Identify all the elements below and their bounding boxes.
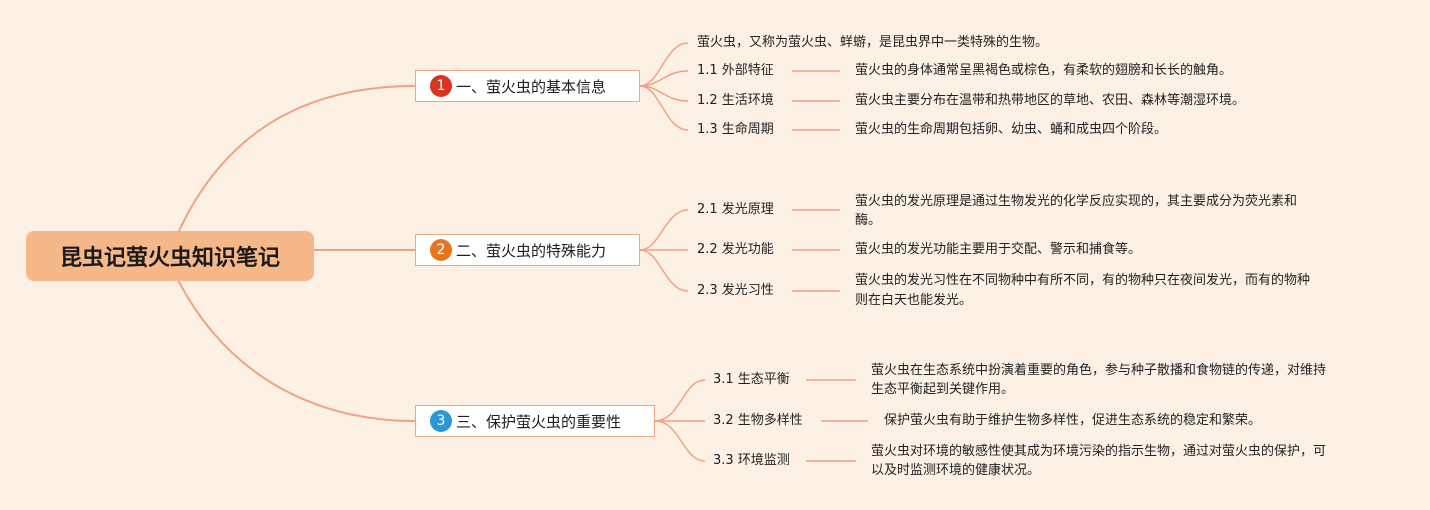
topic-1-1-text: 萤火虫的身体通常呈黑褐色或棕色，有柔软的翅膀和长长的触角。 (855, 63, 1233, 78)
topic-1-2-text: 萤火虫主要分布在温带和热带地区的草地、农田、森林等潮湿环境。 (855, 93, 1246, 108)
root-link-3 (177, 279, 416, 422)
root-link-1 (177, 85, 416, 234)
number-badge-2: 2 (430, 239, 452, 261)
number-badge-3: 3 (430, 410, 452, 432)
topic-3-1-text-line-1: 萤火虫在生态系统中扮演着重要的角色，参与种子散播和食物链的传递，对维持 (871, 363, 1327, 378)
topic-1-3-label[interactable]: 1.3 生命周期 (697, 122, 774, 137)
branch-1-intro: 萤火虫，又称为萤火虫、蛘蝣，是昆虫界中一类特殊的生物。 (697, 35, 1049, 50)
topic-2-2-text: 萤火虫的发光功能主要用于交配、警示和捕食等。 (855, 242, 1142, 257)
topic-1-3-text: 萤火虫的生命周期包括卵、幼虫、蛹和成虫四个阶段。 (855, 122, 1168, 137)
topic-2-3-text-line-2: 则在白天也能发光。 (855, 293, 973, 308)
topic-2-3-text-line-1: 萤火虫的发光习性在不同物种中有所不同，有的物种只在夜间发光，而有的物种 (855, 273, 1311, 288)
topic-1-2-label[interactable]: 1.2 生活环境 (697, 93, 774, 108)
number-badge-1: 1 (430, 75, 452, 97)
topic-2-2-label[interactable]: 2.2 发光功能 (697, 242, 774, 257)
branch-3-title: 三、保护萤火虫的重要性 (456, 412, 622, 431)
root-topic[interactable]: 昆虫记萤火虫知识笔记 (26, 231, 314, 281)
topic-2-1-label[interactable]: 2.1 发光原理 (697, 202, 774, 217)
topic-1-1-label[interactable]: 1.1 外部特征 (697, 63, 774, 78)
root-title: 昆虫记萤火虫知识笔记 (59, 246, 280, 271)
branch-1[interactable]: 1 一、萤火虫的基本信息 (415, 70, 640, 102)
topic-3-3-text-line-2: 以及时监测环境的健康状况。 (871, 463, 1041, 478)
branch-2-title: 二、萤火虫的特殊能力 (456, 241, 607, 260)
topic-3-1-label[interactable]: 3.1 生态平衡 (713, 372, 790, 387)
branch-2[interactable]: 2 二、萤火虫的特殊能力 (415, 234, 640, 266)
topic-3-2-label[interactable]: 3.2 生物多样性 (713, 413, 803, 428)
branch-3[interactable]: 3 三、保护萤火虫的重要性 (415, 405, 655, 437)
topic-3-1-text-line-2: 生态平衡起到关键作用。 (871, 382, 1015, 397)
topic-2-3-label[interactable]: 2.3 发光习性 (697, 283, 774, 298)
topic-2-1-text-line-2: 酶。 (855, 213, 882, 228)
topic-2-1-text-line-1: 萤火虫的发光原理是通过生物发光的化学反应实现的，其主要成分为荧光素和 (855, 194, 1298, 209)
topic-3-2-text: 保护萤火虫有助于维护生物多样性，促进生态系统的稳定和繁荣。 (884, 413, 1262, 428)
branch-1-title: 一、萤火虫的基本信息 (456, 77, 607, 96)
topic-3-3-label[interactable]: 3.3 环境监测 (713, 453, 790, 468)
topic-3-3-text-line-1: 萤火虫对环境的敏感性使其成为环境污染的指示生物，通过对萤火虫的保护，可 (871, 444, 1327, 459)
